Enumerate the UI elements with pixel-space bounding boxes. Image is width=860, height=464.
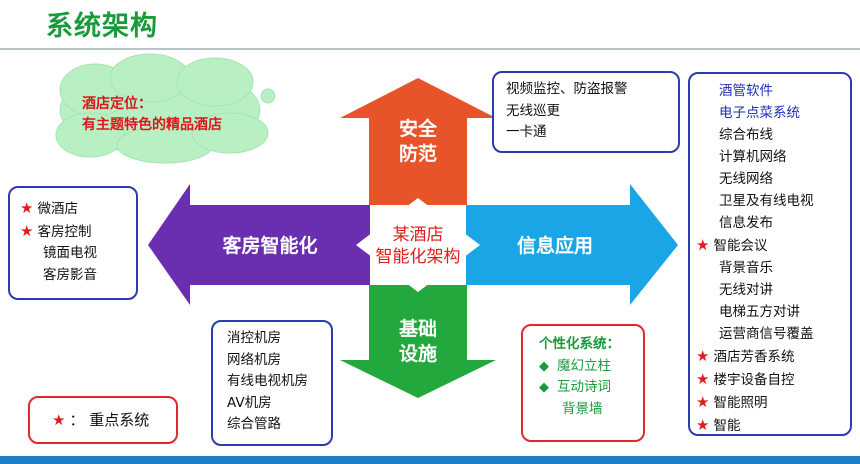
info-item: 酒管软件 xyxy=(719,83,773,99)
guestroom-item: ★微酒店 xyxy=(20,199,78,217)
security-label-line2: 防范 xyxy=(399,142,437,165)
legend-text: ★： 重点系统 xyxy=(52,411,150,429)
infrastructure-item: 消控机房 xyxy=(227,330,281,346)
infrastructure-label-line2: 设施 xyxy=(399,342,437,365)
page-title: 系统架构 xyxy=(46,11,158,42)
infrastructure-item: AV机房 xyxy=(227,394,272,411)
star-icon: ★ xyxy=(696,370,710,388)
center-label-line2: 智能化架构 xyxy=(376,247,461,267)
info-label: 信息应用 xyxy=(517,234,593,257)
star-icon: ★ xyxy=(696,416,710,434)
infrastructure-item: 有线电视机房 xyxy=(227,373,308,389)
info-item: 综合布线 xyxy=(719,127,773,143)
guestroom-box: ★微酒店 ★客房控制 镜面电视 客房影音 xyxy=(8,186,138,300)
security-item: 一卡通 xyxy=(506,124,547,140)
positioning-line2: 有主题特色的精品酒店 xyxy=(82,117,222,133)
infrastructure-label-line1: 基础 xyxy=(398,317,437,340)
security-arrow xyxy=(340,78,496,205)
legend-box: ★： 重点系统 xyxy=(28,396,178,444)
info-item: 卫星及有线电视 xyxy=(719,193,814,209)
guestroom-label: 客房智能化 xyxy=(222,234,317,257)
positioning-text: 酒店定位： 有主题特色的精品酒店 xyxy=(82,94,222,136)
info-list: 酒管软件电子点菜系统综合布线计算机网络无线网络卫星及有线电视信息发布 ★智能会议背… xyxy=(696,80,850,434)
personalized-item: ◆魔幻立柱 xyxy=(539,357,611,374)
info-item: 信息发布 xyxy=(719,215,773,231)
star-icon: ★ xyxy=(52,411,66,429)
info-box: 酒管软件电子点菜系统综合布线计算机网络无线网络卫星及有线电视信息发布 ★智能会议背… xyxy=(688,72,852,436)
info-item: ★智能 xyxy=(696,416,741,434)
infrastructure-item: 网络机房 xyxy=(227,351,281,368)
infrastructure-arrow xyxy=(340,285,496,398)
star-icon: ★ xyxy=(20,221,34,240)
guestroom-item: 镜面电视 xyxy=(43,245,97,261)
info-item: ★智能会议 xyxy=(696,236,768,254)
personalized-item: 背景墙 xyxy=(562,400,603,417)
personalized-box: 个性化系统： ◆魔幻立柱 ◆互动诗词 背景墙 xyxy=(521,324,645,442)
star-icon: ★ xyxy=(696,393,710,411)
personalized-item: ◆互动诗词 xyxy=(539,379,611,395)
personalized-heading: 个性化系统： xyxy=(539,336,620,352)
security-item: 视频监控、防盗报警 xyxy=(506,81,628,97)
info-item: 运营商信号覆盖 xyxy=(719,326,814,342)
guestroom-item: ★客房控制 xyxy=(20,221,92,240)
diamond-bullet-icon: ◆ xyxy=(539,358,549,374)
diamond-bullet-icon: ◆ xyxy=(539,380,549,395)
star-icon: ★ xyxy=(20,199,34,217)
positioning-cloud xyxy=(55,53,276,164)
center-diamond xyxy=(356,198,480,292)
positioning-line1: 酒店定位： xyxy=(82,96,152,112)
info-item: 无线网络 xyxy=(719,171,773,187)
guestroom-item: 客房影音 xyxy=(43,266,97,283)
info-item: 电子点菜系统 xyxy=(719,105,800,121)
info-item: ★楼宇设备自控 xyxy=(696,370,795,388)
star-icon: ★ xyxy=(696,236,710,254)
security-box: 视频监控、防盗报警 无线巡更 一卡通 xyxy=(492,71,680,153)
info-item: ★智能照明 xyxy=(696,393,768,411)
center-label-line1: 某酒店 xyxy=(393,225,444,245)
info-item: 无线对讲 xyxy=(719,282,773,298)
info-item: ★酒店芳香系统 xyxy=(696,347,795,365)
star-icon: ★ xyxy=(696,347,710,365)
security-label-line1: 安全 xyxy=(399,117,438,140)
security-item: 无线巡更 xyxy=(506,102,560,119)
infrastructure-box: 消控机房 网络机房 有线电视机房 AV机房 综合管路 xyxy=(211,320,333,446)
info-item: 计算机网络 xyxy=(719,149,787,165)
info-arrow xyxy=(466,184,678,305)
info-item: 电梯五方对讲 xyxy=(719,304,800,320)
infrastructure-item: 综合管路 xyxy=(227,416,281,432)
bottom-bar xyxy=(0,456,860,464)
info-item: 背景音乐 xyxy=(719,260,773,276)
title-divider xyxy=(0,48,860,50)
guestroom-arrow xyxy=(148,184,370,305)
